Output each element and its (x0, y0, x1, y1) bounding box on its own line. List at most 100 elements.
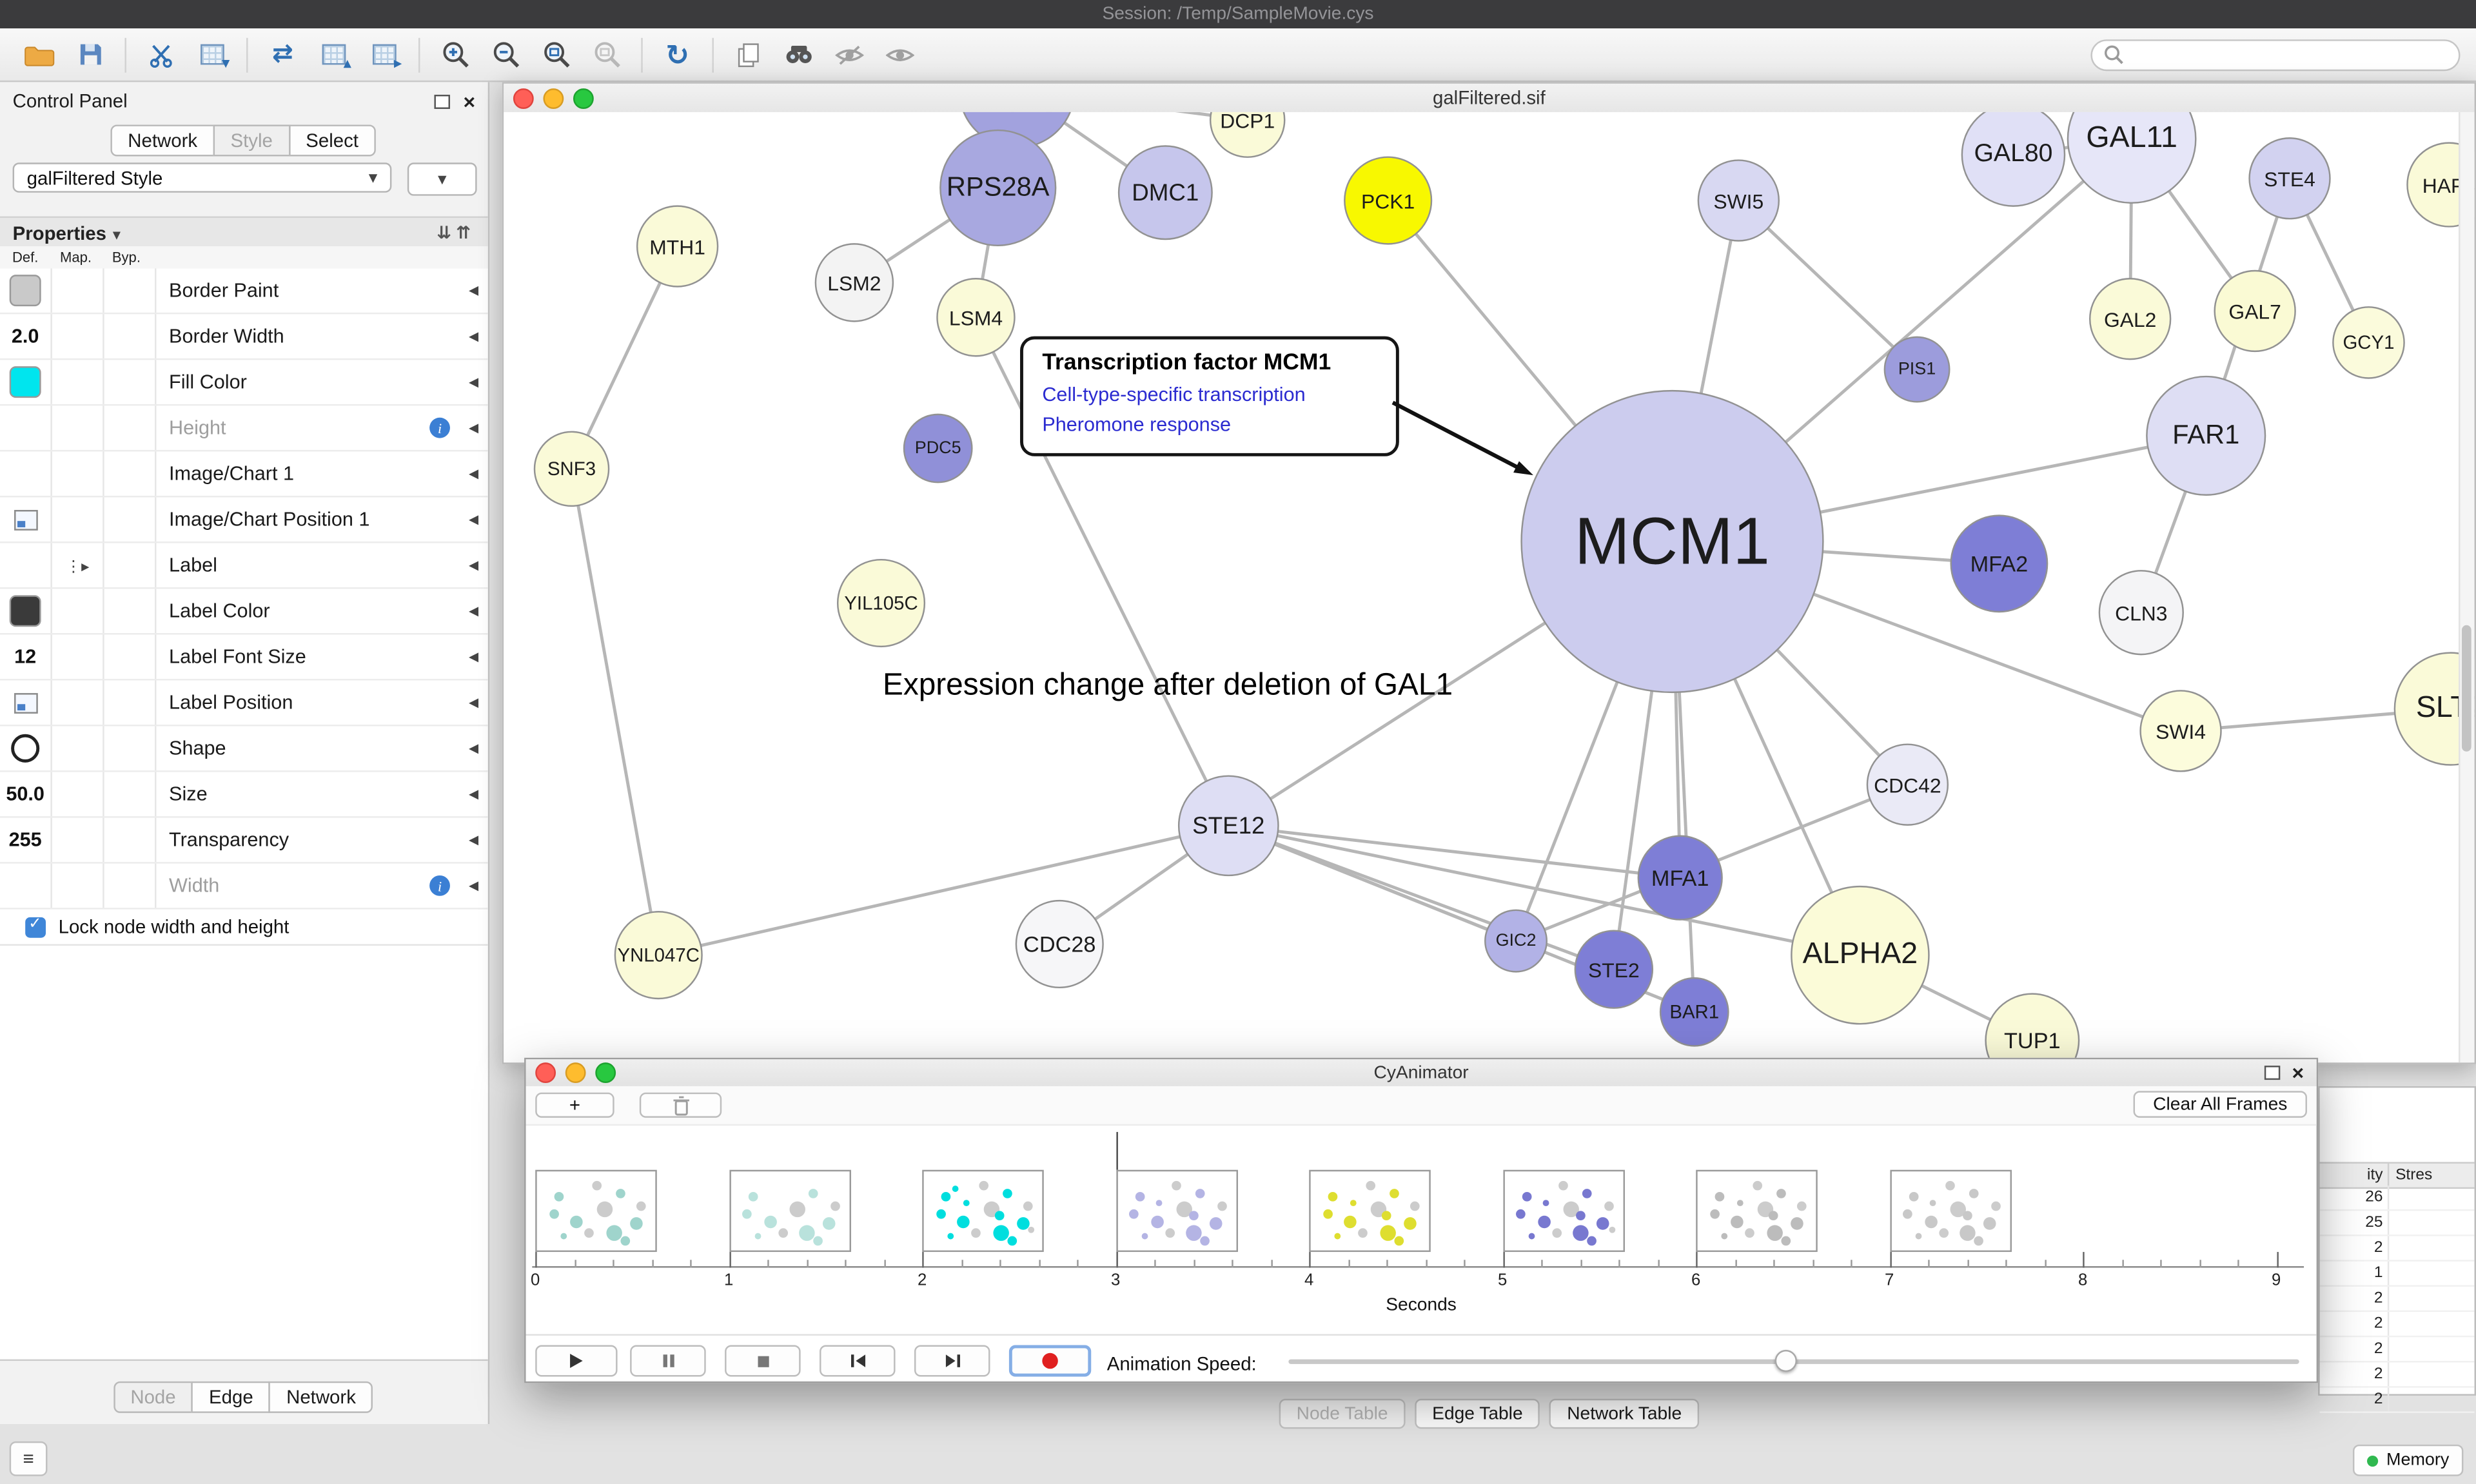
tab-node-table[interactable]: Node Table (1279, 1398, 1406, 1429)
zoom-in-icon[interactable] (431, 34, 478, 75)
node-GAL7[interactable]: GAL7 (2214, 269, 2296, 353)
scrollbar-thumb[interactable] (2461, 625, 2471, 752)
node-CDC28[interactable]: CDC28 (1015, 899, 1104, 989)
lock-size-checkbox[interactable] (25, 915, 46, 937)
node-MCM1[interactable]: MCM1 (1520, 389, 1824, 694)
cut-icon[interactable] (137, 34, 184, 75)
table-row[interactable]: 2 (2319, 1337, 2475, 1363)
slider-thumb[interactable] (1774, 1349, 1797, 1372)
float-panel-icon[interactable] (2265, 1066, 2281, 1080)
tab-edge-table[interactable]: Edge Table (1415, 1398, 1540, 1429)
add-frame-button[interactable]: + (535, 1092, 614, 1118)
table-row[interactable]: 25 (2319, 1211, 2475, 1236)
table-row[interactable]: 2 (2319, 1362, 2475, 1388)
tab-style[interactable]: Style (213, 124, 290, 157)
node-SWI5[interactable]: SWI5 (1697, 159, 1780, 242)
node-GIC2[interactable]: GIC2 (1484, 909, 1548, 973)
node-PIS1[interactable]: PIS1 (1883, 336, 1950, 403)
edge[interactable] (570, 468, 660, 956)
zoom-selected-icon[interactable] (583, 34, 630, 75)
swap-network-icon[interactable]: ⇄ (271, 40, 293, 68)
node-BAR1[interactable]: BAR1 (1659, 977, 1729, 1047)
close-panel-icon[interactable] (2292, 1062, 2304, 1083)
node-GAL2[interactable]: GAL2 (2089, 278, 2172, 360)
panel-menu-button[interactable]: ≡ (9, 1441, 48, 1476)
collapse-expand-icons[interactable]: ⇊⇈ (437, 224, 476, 244)
copy-icon[interactable] (725, 34, 772, 75)
node-RPS28A[interactable]: RPS28A (939, 129, 1057, 247)
property-row[interactable]: Image/Chart 1 (0, 451, 488, 498)
table-row[interactable]: 1 (2319, 1261, 2475, 1287)
edge[interactable] (1228, 824, 1861, 957)
play-button[interactable] (535, 1345, 618, 1377)
tab-network[interactable]: Network (110, 124, 215, 157)
minimize-window-icon[interactable] (565, 1062, 586, 1084)
tab-edge-style[interactable]: Edge (192, 1381, 271, 1413)
frame-thumbnail-4[interactable] (1309, 1169, 1431, 1253)
property-row[interactable]: Shape (0, 726, 488, 772)
property-row[interactable]: Height (0, 405, 488, 452)
shape-circle-icon[interactable] (11, 734, 40, 763)
save-session-icon[interactable] (66, 34, 113, 75)
clear-all-frames-button[interactable]: Clear All Frames (2133, 1091, 2307, 1118)
show-all-icon[interactable] (876, 34, 923, 75)
edge[interactable] (1228, 824, 1615, 971)
previous-frame-button[interactable] (820, 1345, 896, 1377)
property-row[interactable]: Label Color (0, 589, 488, 635)
node-SNF3[interactable]: SNF3 (533, 431, 610, 507)
tab-select[interactable]: Select (288, 124, 376, 157)
annotation-box[interactable]: Transcription factor MCM1 Cell-type-spec… (1020, 336, 1399, 456)
tab-network-table[interactable]: Network Table (1549, 1398, 1700, 1429)
node-MTH1[interactable]: MTH1 (636, 205, 719, 288)
float-panel-icon[interactable] (435, 93, 451, 108)
refresh-icon[interactable]: ↻ (665, 39, 690, 70)
export-table-icon[interactable]: ▴ (310, 34, 357, 75)
default-value-swatch[interactable] (9, 275, 41, 307)
frame-thumbnail-1[interactable] (729, 1169, 850, 1253)
position-icon[interactable] (13, 509, 37, 530)
memory-button[interactable]: Memory (2353, 1444, 2464, 1476)
property-row[interactable]: Image/Chart Position 1 (0, 497, 488, 543)
close-window-icon[interactable] (535, 1062, 556, 1084)
edge[interactable] (1017, 112, 1248, 122)
property-row[interactable]: Width (0, 863, 488, 910)
close-window-icon[interactable] (513, 87, 534, 108)
import-table-icon[interactable]: ▾ (188, 34, 235, 75)
search-field[interactable] (2090, 39, 2461, 70)
zoom-out-icon[interactable] (482, 34, 529, 75)
node-TUP1[interactable]: TUP1 (1985, 993, 2080, 1063)
node-PDC5[interactable]: PDC5 (903, 413, 973, 483)
record-button[interactable] (1008, 1345, 1092, 1377)
node-MFA1[interactable]: MFA1 (1637, 835, 1723, 921)
node-ALPHA2[interactable]: ALPHA2 (1791, 885, 1930, 1025)
cyanimator-titlebar[interactable]: CyAnimator (526, 1059, 2317, 1088)
property-row[interactable]: Fill Color (0, 360, 488, 406)
network-canvas[interactable]: RPS28BDCP1RPS28ADMC1PCK1SWI5GAL80GAL11ST… (504, 112, 2475, 1063)
node-STE12[interactable]: STE12 (1177, 775, 1279, 877)
property-row[interactable]: Border Paint (0, 268, 488, 315)
frame-thumbnail-5[interactable] (1502, 1169, 1624, 1253)
table-row[interactable]: 2 (2319, 1236, 2475, 1262)
default-value-swatch[interactable] (9, 595, 41, 627)
frame-thumbnail-3[interactable] (1115, 1169, 1237, 1253)
node-STE4[interactable]: STE4 (2248, 137, 2331, 220)
edge[interactable] (1228, 824, 1680, 880)
frame-thumbnail-6[interactable] (1696, 1169, 1818, 1253)
table-row[interactable]: 26 (2319, 1186, 2475, 1211)
node-LSM2[interactable]: LSM2 (814, 243, 894, 322)
node-SWI4[interactable]: SWI4 (2139, 690, 2222, 772)
style-selector[interactable]: galFiltered Style (12, 162, 392, 193)
node-MFA2[interactable]: MFA2 (1950, 514, 2049, 613)
property-row[interactable]: Label Position (0, 680, 488, 727)
node-GCY1[interactable]: GCY1 (2332, 306, 2405, 379)
table-row[interactable]: 2 (2319, 1312, 2475, 1338)
property-row[interactable]: Label (0, 543, 488, 589)
node-PCK1[interactable]: PCK1 (1344, 156, 1433, 245)
canvas-scrollbar[interactable] (2459, 112, 2475, 1063)
table-header-stress[interactable]: Stres (2395, 1166, 2433, 1184)
edge[interactable] (974, 317, 1230, 826)
position-icon[interactable] (13, 692, 37, 713)
stop-button[interactable] (725, 1345, 801, 1377)
